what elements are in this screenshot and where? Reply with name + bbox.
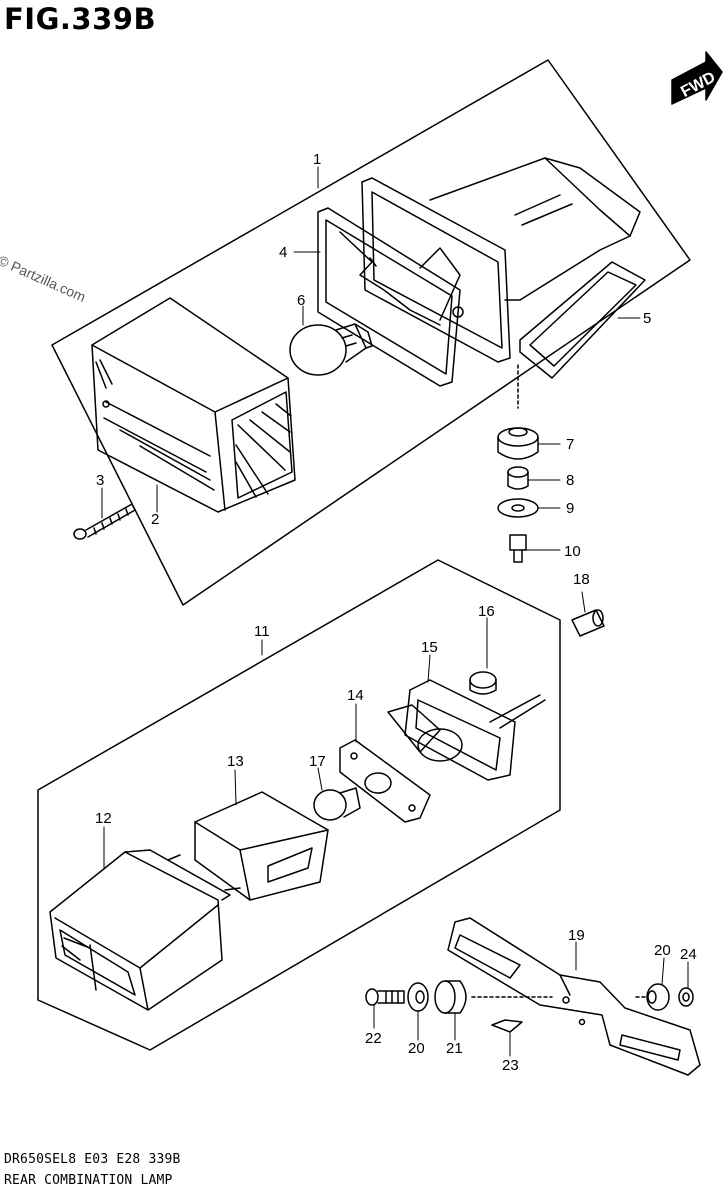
callout-24: 24 bbox=[680, 946, 697, 963]
callout-13: 13 bbox=[227, 753, 244, 770]
callout-17: 17 bbox=[309, 753, 326, 770]
lens-gasket bbox=[317, 207, 461, 387]
washer-right bbox=[635, 983, 670, 1011]
spacer bbox=[571, 609, 605, 637]
callout-12: 12 bbox=[95, 810, 112, 827]
license-lamp-gasket bbox=[339, 739, 431, 823]
license-lamp-socket bbox=[387, 679, 546, 781]
bracket-clip bbox=[491, 1019, 523, 1033]
bracket-cushion bbox=[434, 980, 553, 1014]
callout-18: 18 bbox=[573, 571, 590, 588]
callout-5: 5 bbox=[643, 310, 651, 327]
callout-20-left: 20 bbox=[408, 1040, 425, 1057]
lens-screw bbox=[73, 503, 136, 540]
callout-19: 19 bbox=[568, 927, 585, 944]
license-lamp-bracket bbox=[447, 917, 701, 1076]
license-lamp-nut bbox=[469, 671, 497, 695]
callout-15: 15 bbox=[421, 639, 438, 656]
lamp-base bbox=[361, 157, 646, 379]
callout-6: 6 bbox=[297, 292, 305, 309]
callout-2: 2 bbox=[151, 511, 159, 528]
callout-14: 14 bbox=[347, 687, 364, 704]
callout-21: 21 bbox=[446, 1040, 463, 1057]
callout-3: 3 bbox=[96, 472, 104, 489]
license-lamp-lens bbox=[194, 791, 329, 901]
callout-10: 10 bbox=[564, 543, 581, 560]
license-lamp-housing bbox=[49, 849, 241, 1011]
callout-1: 1 bbox=[313, 151, 321, 168]
callout-7: 7 bbox=[566, 436, 574, 453]
callout-20-right: 20 bbox=[654, 942, 671, 959]
callout-16: 16 bbox=[478, 603, 495, 620]
figure-title: FIG.339B bbox=[4, 2, 157, 36]
callout-numbers: 1 4 6 5 3 2 7 8 9 10 18 11 16 15 14 17 1… bbox=[95, 151, 697, 1074]
callout-4: 4 bbox=[279, 244, 287, 261]
mount-bolt bbox=[509, 534, 527, 563]
lamp-bulb bbox=[289, 323, 373, 376]
collar bbox=[507, 466, 529, 490]
callout-23: 23 bbox=[502, 1057, 519, 1074]
footer-caption: REAR COMBINATION LAMP bbox=[4, 1173, 173, 1188]
upper-assembly-boundary bbox=[51, 59, 691, 606]
washer bbox=[497, 498, 539, 518]
footer-model-code: DR650SEL8 E03 E28 339B bbox=[4, 1152, 181, 1167]
callout-8: 8 bbox=[566, 472, 574, 489]
lower-assembly-boundary bbox=[37, 559, 561, 1051]
fwd-arrow-icon: FWD bbox=[671, 51, 723, 105]
callout-11: 11 bbox=[254, 623, 270, 640]
washer-left bbox=[407, 982, 429, 1012]
tail-lamp-lens bbox=[91, 297, 296, 513]
leader-lines bbox=[101, 166, 689, 1057]
callout-9: 9 bbox=[566, 500, 574, 517]
bracket-nut bbox=[678, 987, 694, 1007]
license-lamp-bulb bbox=[313, 787, 361, 821]
callout-22: 22 bbox=[365, 1030, 382, 1047]
rubber-cushion bbox=[497, 364, 539, 460]
bracket-bolt bbox=[365, 988, 405, 1006]
